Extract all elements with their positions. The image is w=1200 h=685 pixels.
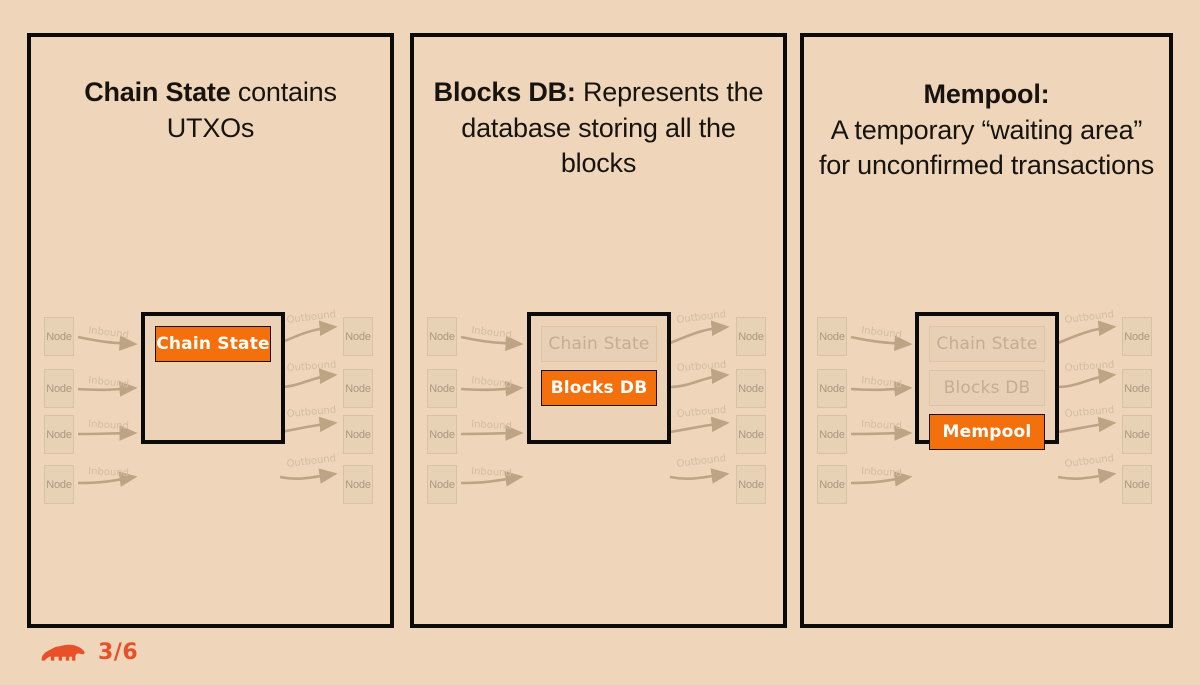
panel-2-title-rest: Represents the database storing all the … [461, 77, 764, 179]
node-box: Node [44, 465, 74, 504]
outbound-label: Outbound [286, 360, 336, 374]
outbound-label: Outbound [676, 405, 726, 420]
node-box: Node [343, 465, 373, 504]
outbound-label: Outbound [286, 453, 337, 470]
layer-chain-state: Chain State [929, 326, 1045, 362]
node-box: Node [736, 317, 766, 356]
panel-1-right-nodes: Node Node Node Node [343, 277, 377, 504]
outbound-label: Outbound [676, 453, 727, 470]
node-box: Node [817, 465, 847, 504]
panel-1-title-bold: Chain State [84, 77, 231, 107]
panel-3-left-nodes: Node Node Node Node [817, 277, 851, 504]
outbound-label: Outbound [1064, 360, 1114, 374]
inbound-label: Inbound [88, 419, 129, 432]
page-indicator: 3/6 [98, 639, 139, 665]
panel-3-title-rest: A temporary “waiting area” for unconfirm… [818, 114, 1155, 181]
panel-1-left-nodes: Node Node Node Node [44, 277, 78, 504]
layer-blocks-db: Blocks DB [929, 370, 1045, 406]
node-box: Node [44, 415, 74, 454]
inbound-label: Inbound [861, 419, 902, 432]
node-box: Node [736, 465, 766, 504]
node-box: Node [1122, 415, 1152, 454]
outbound-label: Outbound [676, 360, 726, 374]
panel-blocks-db: Blocks DB: Represents the database stori… [410, 33, 787, 628]
inbound-label: Inbound [88, 466, 129, 479]
panel-1-title-rest: contains UTXOs [166, 77, 337, 143]
outbound-label: Outbound [286, 405, 336, 420]
node-box: Node [736, 415, 766, 454]
panel-2-title-bold: Blocks DB: [433, 77, 576, 107]
node-box: Node [343, 369, 373, 408]
node-box: Node [427, 317, 457, 356]
panel-3-diagram: Inbound Inbound Inbound Inbound Outbound… [804, 277, 1169, 504]
panel-1-title: Chain State contains UTXOs [39, 75, 382, 146]
panel-1-node-internals: Chain State [141, 312, 285, 444]
outbound-label: Outbound [1064, 405, 1114, 420]
panel-3-node-internals: Chain State Blocks DB Mempool [915, 312, 1059, 450]
node-box: Node [343, 415, 373, 454]
layer-blocks-db: Blocks DB [541, 370, 657, 406]
inbound-label: Inbound [471, 419, 512, 432]
node-box: Node [44, 369, 74, 408]
panel-2-node-internals: Chain State Blocks DB [527, 312, 671, 444]
footer: 3/6 [38, 639, 138, 665]
node-box: Node [736, 369, 766, 408]
panel-mempool: Mempool: A temporary “waiting area” for … [800, 33, 1173, 628]
node-box: Node [817, 317, 847, 356]
panel-3-title: Mempool: A temporary “waiting area” for … [812, 77, 1161, 184]
node-box: Node [817, 369, 847, 408]
outbound-label: Outbound [286, 309, 337, 326]
panel-2-right-nodes: Node Node Node Node [736, 277, 770, 504]
armadillo-logo-icon [41, 644, 85, 661]
node-box: Node [817, 415, 847, 454]
layer-chain-state: Chain State [155, 326, 271, 362]
panel-3-title-bold: Mempool: [923, 79, 1050, 109]
inbound-label: Inbound [471, 466, 512, 479]
panel-2-left-nodes: Node Node Node Node [427, 277, 461, 504]
layer-chain-state: Chain State [541, 326, 657, 362]
layer-mempool: Mempool [929, 414, 1045, 450]
node-box: Node [343, 317, 373, 356]
panel-chain-state: Chain State contains UTXOs [27, 33, 394, 628]
inbound-label: Inbound [471, 325, 513, 341]
node-box: Node [427, 415, 457, 454]
node-box: Node [1122, 317, 1152, 356]
panel-2-title: Blocks DB: Represents the database stori… [422, 75, 775, 182]
inbound-label: Inbound [861, 325, 903, 341]
node-box: Node [427, 465, 457, 504]
inbound-label: Inbound [471, 375, 513, 390]
inbound-label: Inbound [88, 325, 130, 341]
panel-1-diagram: Inbound Inbound Inbound Inbound Outbound… [31, 277, 390, 504]
inbound-label: Inbound [861, 466, 902, 479]
outbound-label: Outbound [676, 309, 727, 326]
inbound-label: Inbound [861, 375, 903, 390]
node-box: Node [1122, 465, 1152, 504]
outbound-label: Outbound [1064, 453, 1115, 470]
inbound-label: Inbound [88, 375, 130, 390]
panel-2-diagram: Inbound Inbound Inbound Inbound Outbound… [414, 277, 783, 504]
outbound-label: Outbound [1064, 309, 1115, 326]
node-box: Node [427, 369, 457, 408]
node-box: Node [44, 317, 74, 356]
panel-3-right-nodes: Node Node Node Node [1122, 277, 1156, 504]
node-box: Node [1122, 369, 1152, 408]
